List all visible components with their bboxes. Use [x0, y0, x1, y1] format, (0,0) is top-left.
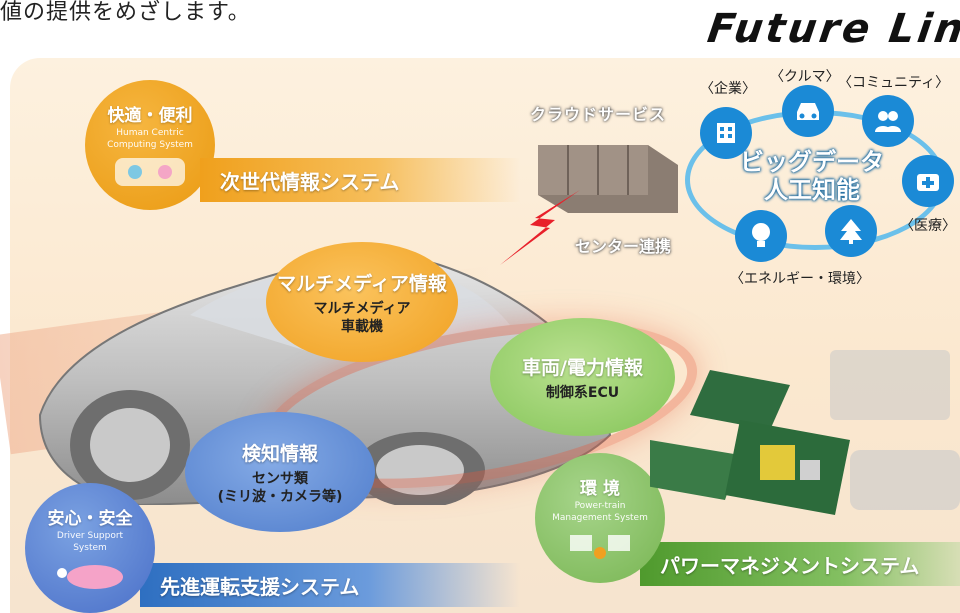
safety-subtitle-1: Driver Support — [56, 530, 124, 541]
server-rack-icon — [538, 145, 678, 213]
safety-subtitle-2: System — [73, 542, 107, 553]
cloud-service-label: クラウドサービス — [530, 105, 667, 124]
company-node — [700, 107, 752, 159]
environment-circle: 環 境 Power-train Management System — [535, 453, 665, 583]
medical-label: 〈医療〉 — [900, 218, 956, 234]
comfort-title: 快適・便利 — [107, 105, 193, 126]
multimedia-ellipse: マルチメディア情報 マルチメディア 車載機 — [266, 242, 458, 362]
detection-line-1: センサ類 — [252, 470, 308, 487]
environment-subtitle-1: Power-train — [574, 500, 626, 511]
building-icon — [717, 123, 735, 143]
brand-logo: Future Lin — [704, 6, 960, 52]
multimedia-line-1: マルチメディア — [313, 300, 411, 317]
car-label: 〈クルマ〉 — [770, 69, 840, 85]
people-icon — [875, 111, 901, 132]
safety-circle: 安心・安全 Driver Support System — [25, 483, 155, 613]
detection-ellipse: 検知情報 センサ類 (ミリ波・カメラ等) — [185, 412, 375, 532]
vehicle-title: 車両/電力情報 — [522, 356, 643, 379]
car-icon — [797, 103, 819, 120]
multimedia-title: マルチメディア情報 — [277, 272, 447, 295]
car-safety-icon — [57, 564, 123, 589]
bigdata-text: ビッグデータ 人工知能 — [727, 148, 897, 204]
community-node — [862, 95, 914, 147]
interior-icon — [115, 157, 185, 186]
environment-title: 環 境 — [580, 478, 620, 499]
medical-node — [902, 155, 954, 207]
bigdata-line-2: 人工知能 — [764, 176, 860, 204]
medical-kit-icon — [917, 174, 939, 191]
ecu-boards-illustration — [650, 350, 960, 515]
car-illustration — [38, 254, 612, 505]
environment-subtitle-2: Management System — [552, 512, 648, 523]
vehicle-line-1: 制御系ECU — [545, 384, 620, 401]
energy-node — [735, 210, 787, 262]
bigdata-line-1: ビッグデータ — [740, 148, 884, 176]
lightbulb-icon — [752, 223, 770, 247]
comfort-subtitle-2: Computing System — [107, 139, 193, 150]
vehicle-power-ellipse: 車両/電力情報 制御系ECU — [490, 318, 675, 436]
center-link-label: センター連携 — [575, 237, 672, 256]
intro-text: 値の提供をめざします。 — [0, 0, 251, 25]
info-system-band: 次世代情報システム — [200, 158, 520, 202]
safety-title: 安心・安全 — [47, 508, 133, 529]
community-label: 〈コミュニティ〉 — [838, 75, 950, 91]
comfort-subtitle-1: Human Centric — [116, 127, 184, 138]
lightning-icon — [500, 190, 580, 265]
power-management-band: パワーマネジメントシステム — [640, 542, 960, 586]
engine-icon — [570, 534, 630, 559]
tree-icon — [840, 219, 862, 244]
company-label: 〈企業〉 — [700, 81, 756, 97]
energy-label: 〈エネルギー・環境〉 — [730, 271, 870, 287]
detection-title: 検知情報 — [241, 442, 318, 465]
comfort-circle: 快適・便利 Human Centric Computing System — [85, 80, 215, 210]
detection-line-2: (ミリ波・カメラ等) — [217, 488, 343, 505]
environment-node — [825, 205, 877, 257]
adas-band: 先進運転支援システム — [140, 563, 520, 607]
multimedia-line-2: 車載機 — [341, 318, 383, 335]
car-node — [782, 85, 834, 137]
